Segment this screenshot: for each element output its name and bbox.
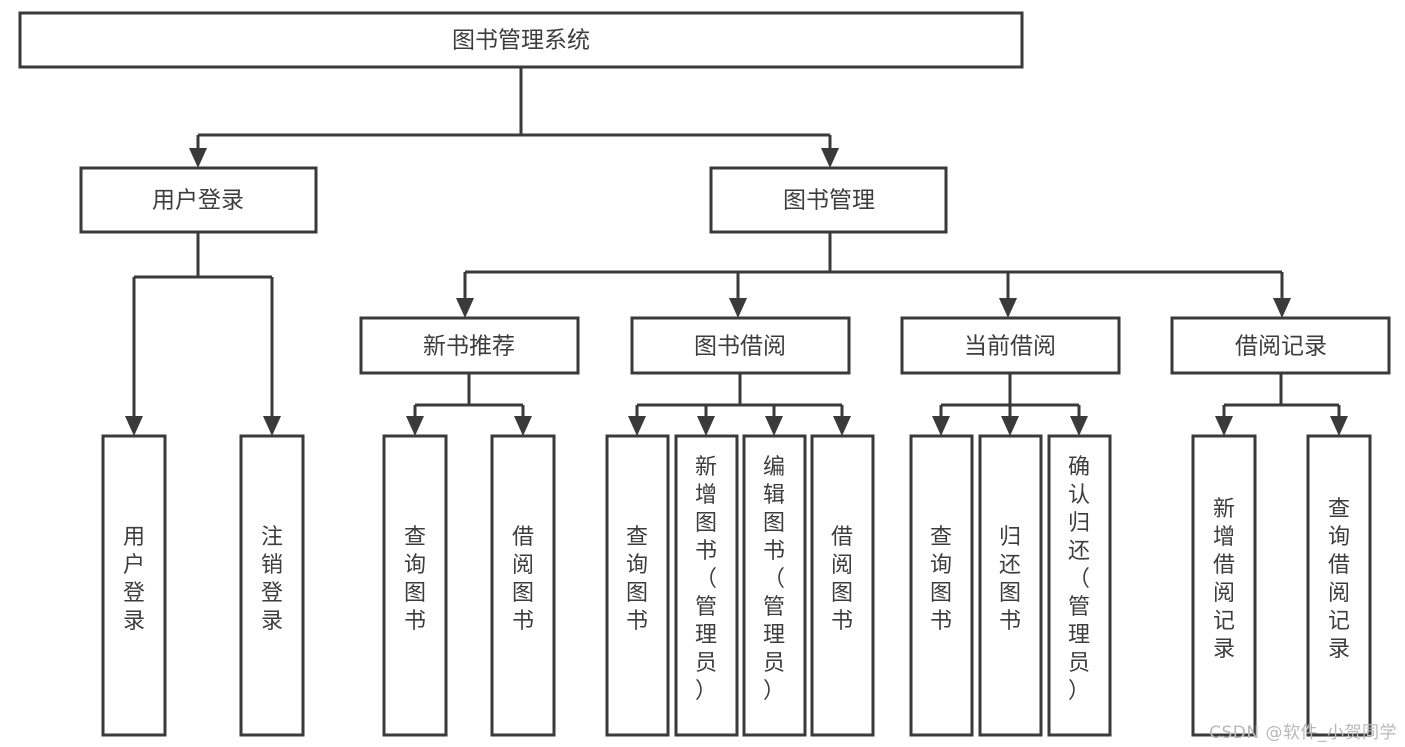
arrow-record-leaf-2 — [1330, 416, 1348, 436]
node-root-label: 图书管理系统 — [452, 28, 590, 54]
arrow-book-manage — [821, 148, 839, 168]
leaf-borrow-edit-book[interactable]: 编辑图书（管理员） — [742, 434, 807, 737]
leaf-borrow-query-book-label: 查询图书 — [626, 525, 648, 634]
leaf-current-confirm-return-label: 确认归还（管理员） — [1068, 455, 1090, 704]
leaf-newbook-borrow-book-label: 借阅图书 — [512, 525, 534, 634]
node-user-login-label: 用户登录 — [152, 188, 244, 214]
leaf-user-login-box[interactable] — [101, 434, 167, 737]
leaf-borrow-add-book-box[interactable] — [674, 434, 739, 737]
leaf-record-query-label: 查询借阅记录 — [1328, 497, 1350, 662]
node-borrow-record-label: 借阅记录 — [1235, 334, 1327, 360]
arrow-newbook-leaf-1 — [406, 416, 424, 436]
leaf-current-confirm-return[interactable]: 确认归还（管理员） — [1047, 434, 1112, 737]
arrow-borrow-leaf-2 — [697, 416, 715, 436]
leaf-record-add[interactable]: 新增借阅记录 — [1191, 434, 1257, 737]
node-new-book-recommend-box[interactable] — [359, 316, 580, 375]
arrow-current-leaf-1 — [932, 416, 950, 436]
leaf-logout[interactable]: 注销登录 — [239, 434, 305, 737]
leaf-borrow-edit-book-box[interactable] — [742, 434, 807, 737]
leaf-newbook-borrow-book[interactable]: 借阅图书 — [490, 434, 556, 737]
leaf-current-return-book-label: 归还图书 — [999, 525, 1021, 634]
arrow-new-book — [456, 298, 474, 318]
node-book-borrow-label: 图书借阅 — [694, 334, 786, 360]
leaf-record-add-label: 新增借阅记录 — [1213, 497, 1235, 662]
leaf-logout-box[interactable] — [239, 434, 305, 737]
arrow-user-login — [189, 148, 207, 168]
node-current-borrow-label: 当前借阅 — [964, 334, 1056, 360]
leaf-newbook-query-book-label: 查询图书 — [404, 525, 426, 634]
node-root[interactable]: 图书管理系统 — [18, 11, 1024, 69]
connector-layer — [125, 67, 1348, 436]
node-current-borrow[interactable]: 当前借阅 — [900, 316, 1121, 375]
leaf-current-confirm-return-box[interactable] — [1047, 434, 1112, 737]
arrow-leaf-logout — [263, 416, 281, 436]
leaf-current-return-book-box[interactable] — [978, 434, 1043, 737]
leaf-current-query-book[interactable]: 查询图书 — [909, 434, 974, 737]
leaf-user-login[interactable]: 用户登录 — [101, 434, 167, 737]
node-new-book-recommend-label: 新书推荐 — [423, 334, 515, 360]
arrow-book-borrow — [729, 298, 747, 318]
node-user-login-box[interactable] — [79, 166, 318, 234]
leaf-user-login-label: 用户登录 — [123, 525, 145, 634]
node-book-borrow-box[interactable] — [630, 316, 851, 375]
leaf-borrow-borrow-book[interactable]: 借阅图书 — [810, 434, 875, 737]
leaf-current-query-book-label: 查询图书 — [930, 525, 952, 634]
arrow-current-leaf-2 — [1001, 416, 1019, 436]
leaf-borrow-add-book-label: 新增图书（管理员） — [695, 455, 717, 704]
leaf-borrow-edit-book-label: 编辑图书（管理员） — [763, 455, 785, 704]
leaf-current-query-book-box[interactable] — [909, 434, 974, 737]
csdn-watermark: CSDN @软件_小贺同学 — [1209, 723, 1397, 743]
leaf-newbook-borrow-book-box[interactable] — [490, 434, 556, 737]
leaf-record-add-box[interactable] — [1191, 434, 1257, 737]
node-book-manage-label: 图书管理 — [783, 188, 875, 214]
leaf-borrow-query-book-box[interactable] — [605, 434, 670, 737]
node-root-box[interactable] — [18, 11, 1024, 69]
leaf-newbook-query-book[interactable]: 查询图书 — [382, 434, 448, 737]
arrow-borrow-leaf-3 — [765, 416, 783, 436]
leaf-borrow-add-book[interactable]: 新增图书（管理员） — [674, 434, 739, 737]
arrow-borrow-leaf-4 — [833, 416, 851, 436]
node-book-borrow[interactable]: 图书借阅 — [630, 316, 851, 375]
leaf-record-query[interactable]: 查询借阅记录 — [1306, 434, 1372, 737]
leaf-record-query-box[interactable] — [1306, 434, 1372, 737]
leaf-borrow-borrow-book-label: 借阅图书 — [831, 525, 853, 634]
leaf-current-return-book[interactable]: 归还图书 — [978, 434, 1043, 737]
node-borrow-record[interactable]: 借阅记录 — [1170, 316, 1391, 375]
node-new-book-recommend[interactable]: 新书推荐 — [359, 316, 580, 375]
arrow-current-borrow — [999, 298, 1017, 318]
arrow-current-leaf-3 — [1070, 416, 1088, 436]
node-current-borrow-box[interactable] — [900, 316, 1121, 375]
node-book-manage-box[interactable] — [709, 166, 948, 234]
arrow-borrow-record — [1273, 298, 1291, 318]
leaf-newbook-query-book-box[interactable] — [382, 434, 448, 737]
leaf-borrow-borrow-book-box[interactable] — [810, 434, 875, 737]
leaf-logout-label: 注销登录 — [261, 525, 283, 634]
leaf-borrow-query-book[interactable]: 查询图书 — [605, 434, 670, 737]
node-user-login[interactable]: 用户登录 — [79, 166, 318, 234]
node-book-manage[interactable]: 图书管理 — [709, 166, 948, 234]
arrow-newbook-leaf-2 — [514, 416, 532, 436]
arrow-borrow-leaf-1 — [628, 416, 646, 436]
node-borrow-record-box[interactable] — [1170, 316, 1391, 375]
arrow-record-leaf-1 — [1215, 416, 1233, 436]
arrow-leaf-user-login — [125, 416, 143, 436]
